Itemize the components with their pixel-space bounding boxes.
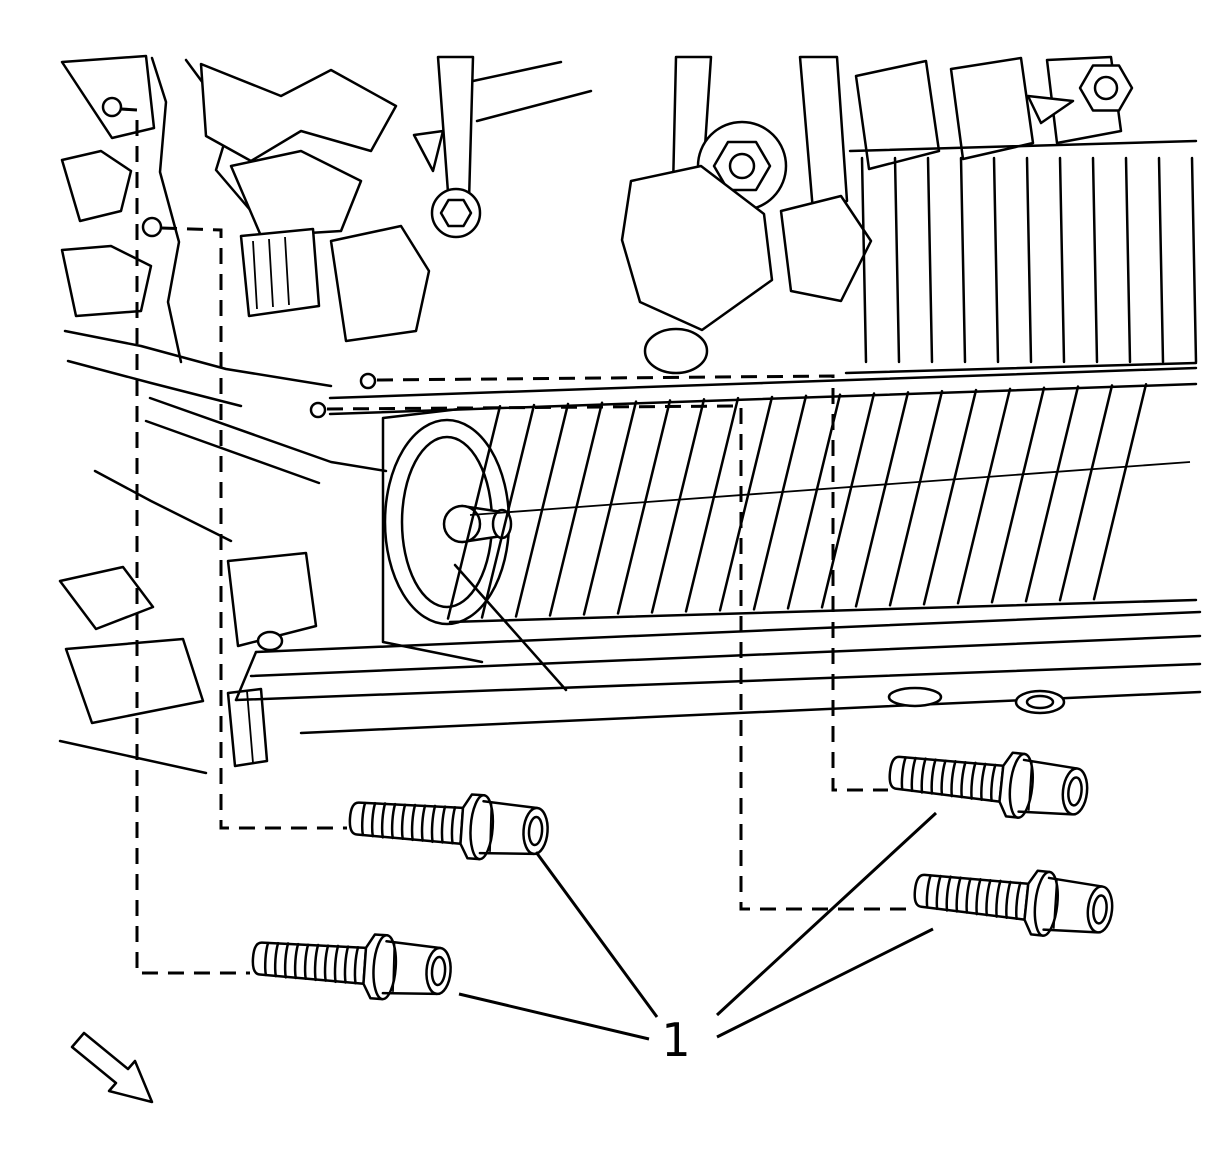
- callout-lines: [458, 811, 938, 1041]
- grille-slats: [860, 156, 1198, 364]
- down-arrow-mark-icon: [412, 129, 445, 173]
- direction-arrow-icon: [70, 1031, 154, 1104]
- engine-structure-art: [58, 54, 1198, 775]
- bolt: [910, 856, 1117, 944]
- bolt-hole: [141, 216, 163, 238]
- hex-bolt-head: [1078, 64, 1134, 112]
- lower-crossmember: [234, 610, 1202, 735]
- condenser-fins: [328, 366, 1198, 624]
- leader-lines: [120, 107, 912, 975]
- bolt-hole: [309, 401, 327, 419]
- bolt-hole: [101, 96, 123, 118]
- fan-assembly: [381, 406, 568, 692]
- bolt: [885, 738, 1092, 826]
- bolt: [249, 924, 454, 1005]
- arrow-mark-icon: [1026, 94, 1075, 125]
- hex-nut: [439, 198, 473, 228]
- bolt-hole: [359, 372, 377, 390]
- hex-bolt-head: [712, 140, 772, 192]
- callout-label: 1: [661, 1013, 690, 1067]
- bolt: [346, 784, 551, 865]
